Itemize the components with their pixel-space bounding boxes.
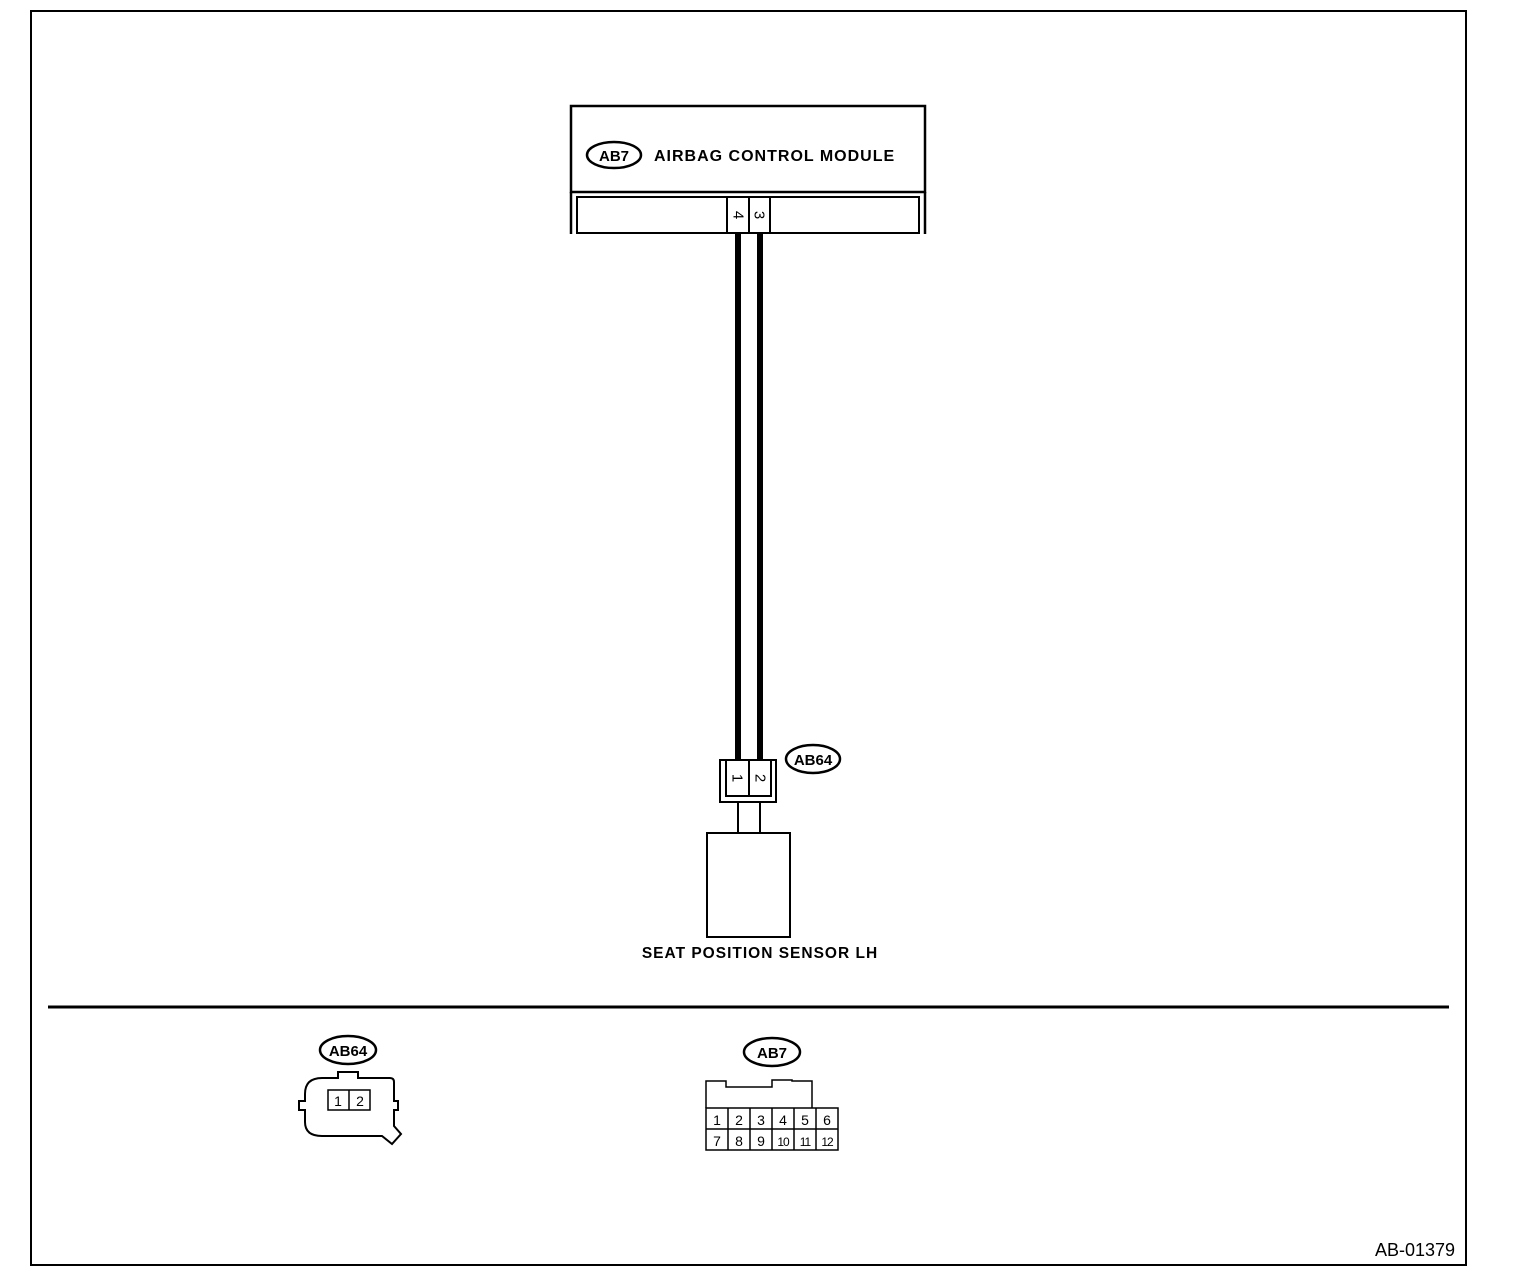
face-ab7-pin-7: 7	[713, 1133, 721, 1149]
outer-frame	[30, 10, 1467, 1266]
face-ab7-pin-10: 10	[777, 1135, 790, 1149]
airbag-control-module: AB7 AIRBAG CONTROL MODULE 4 3	[569, 104, 927, 234]
face-ab7-code: AB7	[757, 1045, 787, 1062]
face-ab7-pin-3: 3	[757, 1112, 765, 1128]
module-name: AIRBAG CONTROL MODULE	[654, 148, 895, 165]
module-pin-3: 3	[751, 211, 768, 219]
module-pin-cell-3	[748, 196, 771, 234]
face-ab7-pin-8: 8	[735, 1133, 743, 1149]
face-ab7-latch	[705, 1079, 813, 1108]
sensor-name: SEAT POSITION SENSOR LH	[642, 945, 878, 962]
sensor-connector: 1 2 AB64	[719, 743, 842, 803]
face-ab7-pin-12: 12	[821, 1135, 834, 1149]
face-ab7-pin-1: 1	[713, 1112, 721, 1128]
sensor-lead	[737, 801, 761, 834]
face-ab64-pin-2: 2	[356, 1093, 364, 1109]
module-code: AB7	[599, 148, 629, 165]
face-ab64-code: AB64	[329, 1043, 368, 1060]
face-ab7-pin-9: 9	[757, 1133, 765, 1149]
face-ab7-pin-5: 5	[801, 1112, 809, 1128]
face-ab64-pin-1: 1	[334, 1093, 342, 1109]
connector-face-ab7: AB7 1 2 3 4 5 6 7 8 9 10 11 12	[705, 1036, 839, 1151]
face-ab7-code-badge	[742, 1036, 802, 1068]
sensor-connector-code: AB64	[794, 752, 833, 769]
face-ab7-pin-4: 4	[779, 1112, 787, 1128]
face-ab7-grid	[705, 1107, 839, 1151]
face-ab64-code-badge	[318, 1034, 378, 1066]
face-ab7-pin-2: 2	[735, 1112, 743, 1128]
seat-position-sensor	[706, 832, 791, 938]
connector-face-ab64: AB64 1 2	[298, 1034, 403, 1146]
sensor-connector-pin-1: 1	[729, 774, 746, 782]
module-code-badge	[585, 140, 643, 170]
sensor-connector-pin-2: 2	[752, 774, 769, 782]
face-ab7-pin-6: 6	[823, 1112, 831, 1128]
module-pin-4: 4	[730, 211, 747, 219]
sensor-connector-code-badge	[784, 743, 842, 775]
face-ab7-pin-11: 11	[800, 1135, 812, 1149]
figure-reference: AB-01379	[1375, 1240, 1455, 1260]
